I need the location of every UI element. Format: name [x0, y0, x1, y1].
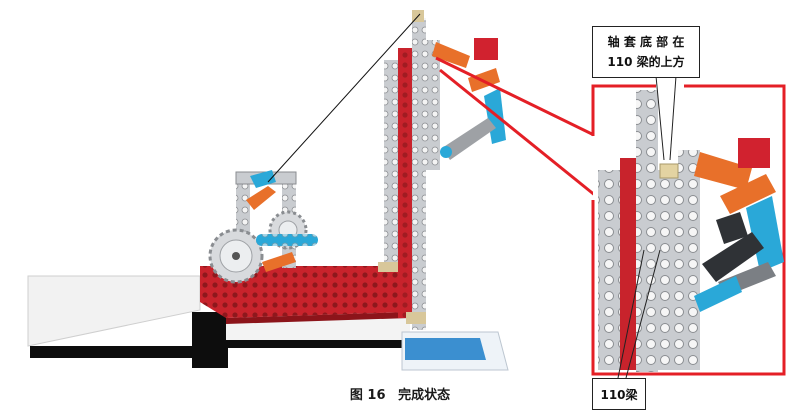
callout-top-line2: 110 梁的上方	[607, 55, 685, 69]
callout-110-beam: 110梁	[592, 378, 646, 410]
zoom-detail-panel	[591, 75, 786, 379]
gear-assembly	[208, 170, 318, 284]
figure-label: 图 16	[349, 388, 386, 403]
callout-top-line1: 轴 套 底 部 在	[607, 35, 685, 49]
callout-shaft-sleeve: 轴 套 底 部 在 110 梁的上方	[592, 26, 700, 78]
main-tower	[378, 10, 506, 330]
figure-title: 完成状态	[398, 388, 451, 403]
figure-caption: 图 16 完成状态	[0, 384, 800, 403]
red-base-plate	[200, 266, 410, 324]
highlight-leaders	[435, 56, 597, 198]
gear-icon	[208, 228, 264, 284]
base-surface	[27, 275, 509, 371]
string-line	[267, 13, 421, 183]
